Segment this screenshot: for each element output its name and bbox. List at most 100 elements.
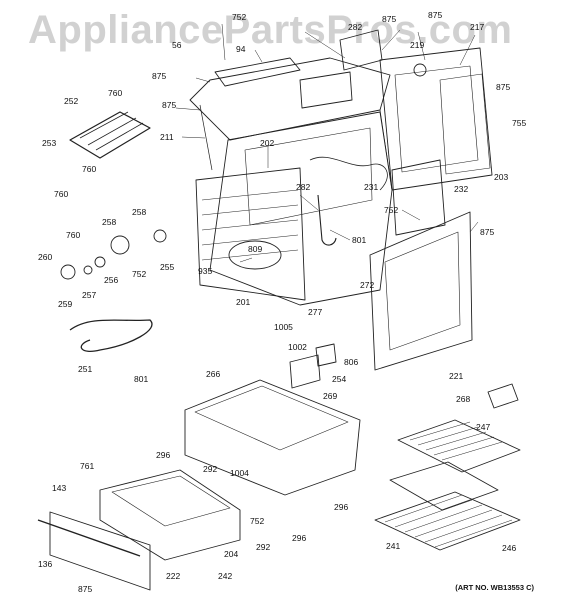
callout: 761 bbox=[80, 461, 94, 471]
callout: 1005 bbox=[274, 322, 293, 332]
cavity-rear bbox=[244, 127, 373, 226]
rear-panel-strip bbox=[439, 73, 491, 175]
callout: 204 bbox=[224, 549, 238, 559]
broil-element-loops bbox=[79, 111, 144, 151]
callout: 252 bbox=[64, 96, 78, 106]
callout: 241 bbox=[386, 541, 400, 551]
part-268 bbox=[487, 383, 519, 409]
rear-terminal-block bbox=[413, 63, 427, 77]
callout: 875 bbox=[496, 82, 510, 92]
callout: 268 bbox=[456, 394, 470, 404]
storage-drawer bbox=[99, 469, 241, 561]
callout: 1004 bbox=[230, 468, 249, 478]
callout: 247 bbox=[476, 422, 490, 432]
callout: 875 bbox=[162, 100, 176, 110]
art-number: (ART NO. WB13553 C) bbox=[455, 583, 534, 592]
leader-lines bbox=[175, 23, 479, 263]
wire-harness bbox=[309, 156, 388, 191]
callout: 296 bbox=[292, 533, 306, 543]
switch-256 bbox=[94, 256, 106, 268]
drawer-front bbox=[49, 511, 151, 591]
callout: 201 bbox=[236, 297, 250, 307]
broiler-pan bbox=[389, 461, 499, 511]
vent-duct bbox=[214, 57, 301, 87]
callout: 246 bbox=[502, 543, 516, 553]
callout: 202 bbox=[260, 138, 274, 148]
switch-258 bbox=[110, 235, 130, 255]
lower-chassis bbox=[184, 379, 361, 496]
vent-cover bbox=[299, 71, 353, 109]
oven-sensor bbox=[317, 194, 337, 246]
callout-labels: 752 282 875 875 217 56 94 219 875 875 25… bbox=[38, 10, 526, 594]
callout: 760 bbox=[108, 88, 122, 98]
drawer-handle bbox=[37, 519, 141, 557]
callout: 752 bbox=[250, 516, 264, 526]
top-frame bbox=[189, 57, 391, 141]
callout: 56 bbox=[172, 40, 182, 50]
callout: 255 bbox=[160, 262, 174, 272]
switch-258b bbox=[153, 229, 167, 243]
oven-rack bbox=[374, 491, 521, 551]
callout: 875 bbox=[428, 10, 442, 20]
callout: 143 bbox=[52, 483, 66, 493]
door-latch bbox=[289, 354, 321, 389]
lower-chassis-top bbox=[194, 385, 349, 451]
vent-bracket bbox=[339, 29, 383, 71]
callout: 296 bbox=[156, 450, 170, 460]
callout: 760 bbox=[82, 164, 96, 174]
callout: 806 bbox=[344, 357, 358, 367]
callout: 259 bbox=[58, 299, 72, 309]
callout: 266 bbox=[206, 369, 220, 379]
callout: 211 bbox=[160, 132, 174, 142]
callout: 257 bbox=[82, 290, 96, 300]
top-frame-rail bbox=[199, 104, 393, 191]
callout: 258 bbox=[102, 217, 116, 227]
callout: 760 bbox=[54, 189, 68, 199]
broiler-pan-grid bbox=[397, 419, 521, 473]
thermostat-259 bbox=[60, 264, 76, 280]
callout: 260 bbox=[38, 252, 52, 262]
oven-door bbox=[369, 211, 473, 371]
callout: 94 bbox=[236, 44, 246, 54]
callout: 752 bbox=[132, 269, 146, 279]
callout: 277 bbox=[308, 307, 322, 317]
callout: 219 bbox=[410, 40, 424, 50]
callout: 875 bbox=[152, 71, 166, 81]
broiler-pan-grid-lines bbox=[409, 421, 503, 461]
callout: 282 bbox=[296, 182, 310, 192]
latch-bracket bbox=[315, 343, 337, 367]
callout: 296 bbox=[334, 502, 348, 512]
knob-257 bbox=[83, 265, 93, 275]
oven-door-window bbox=[384, 231, 461, 351]
callout: 760 bbox=[66, 230, 80, 240]
oven-cavity bbox=[209, 111, 393, 306]
callout: 755 bbox=[512, 118, 526, 128]
rear-panel-inner bbox=[394, 65, 479, 173]
callout: 1002 bbox=[288, 342, 307, 352]
oven-rack-wires bbox=[384, 494, 513, 548]
callout: 801 bbox=[134, 374, 148, 384]
callout: 875 bbox=[78, 584, 92, 594]
watermark-text: AppliancePartsPros.com bbox=[28, 8, 513, 52]
callout: 253 bbox=[42, 138, 56, 148]
storage-drawer-inner bbox=[111, 475, 231, 527]
callout: 801 bbox=[352, 235, 366, 245]
broil-element bbox=[69, 111, 151, 159]
callout: 752 bbox=[384, 205, 398, 215]
callout: 242 bbox=[218, 571, 232, 581]
callout: 254 bbox=[332, 374, 346, 384]
callout: 231 bbox=[364, 182, 378, 192]
callout: 875 bbox=[382, 14, 396, 24]
callout: 809 bbox=[248, 244, 262, 254]
rear-panel bbox=[379, 47, 493, 191]
callout: 282 bbox=[348, 22, 362, 32]
callout: 752 bbox=[232, 12, 246, 22]
oven-liner-rack-guides bbox=[201, 189, 299, 261]
callout: 136 bbox=[38, 559, 52, 569]
callout: 272 bbox=[360, 280, 374, 290]
callout: 292 bbox=[256, 542, 270, 552]
callout: 269 bbox=[323, 391, 337, 401]
callout: 221 bbox=[449, 371, 463, 381]
oven-light bbox=[228, 240, 282, 270]
